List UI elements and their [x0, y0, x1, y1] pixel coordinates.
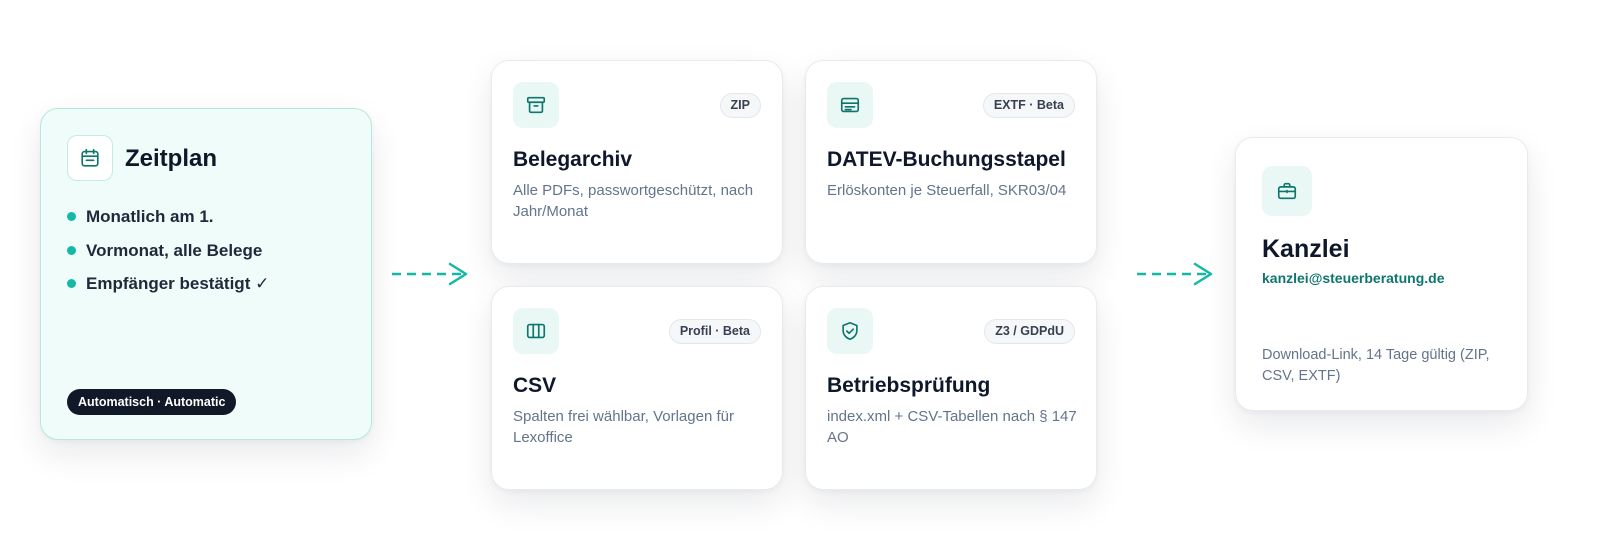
- export-description: Erlöskonten je Steuerfall, SKR03/04: [827, 182, 1067, 199]
- format-badge: ZIP: [719, 93, 761, 118]
- schedule-item: Monatlich am 1.: [67, 206, 269, 240]
- export-card-belegarchiv[interactable]: ZIP Belegarchiv Alle PDFs, passwortgesch…: [491, 60, 783, 264]
- format-badge: Profil · Beta: [668, 319, 761, 344]
- format-badge: EXTF · Beta: [982, 93, 1075, 118]
- automatic-badge: Automatisch · Automatic: [67, 389, 237, 415]
- archive-icon: [513, 82, 559, 128]
- format-badge: Z3 / GDPdU: [984, 319, 1075, 344]
- export-description: index.xml + CSV-Tabellen nach § 147 AO: [827, 408, 1077, 446]
- briefcase-icon: [1262, 166, 1312, 216]
- export-card-betriebspruefung[interactable]: Z3 / GDPdU Betriebsprüfung index.xml + C…: [805, 286, 1097, 490]
- schedule-list: Monatlich am 1. Vormonat, alle Belege Em…: [67, 206, 269, 307]
- destination-title: Kanzlei: [1262, 235, 1350, 263]
- schedule-item: Empfänger bestätigt ✓: [67, 273, 269, 307]
- export-title: Betriebsprüfung: [827, 374, 991, 397]
- destination-email[interactable]: kanzlei@steuerberatung.de: [1262, 270, 1445, 286]
- table-icon: [827, 82, 873, 128]
- schedule-card[interactable]: Zeitplan Monatlich am 1. Vormonat, alle …: [40, 108, 372, 440]
- columns-icon: [513, 308, 559, 354]
- export-title: Belegarchiv: [513, 148, 633, 171]
- export-description: Alle PDFs, passwortgeschützt, nach Jahr/…: [513, 182, 754, 220]
- export-title: CSV: [513, 374, 557, 397]
- schedule-item: Vormonat, alle Belege: [67, 240, 269, 274]
- schedule-title: Zeitplan: [125, 145, 218, 172]
- export-description: Spalten frei wählbar, Vorlagen für Lexof…: [513, 408, 734, 446]
- destination-card[interactable]: Kanzlei kanzlei@steuerberatung.de Downlo…: [1235, 137, 1528, 411]
- destination-note: Download-Link, 14 Tage gültig (ZIP, CSV,…: [1262, 347, 1490, 384]
- calendar-icon: [67, 135, 113, 181]
- shield-check-icon: [827, 308, 873, 354]
- flow-arrow-icon: [392, 262, 468, 286]
- export-card-datev[interactable]: EXTF · Beta DATEV-Buchungsstapel Erlösko…: [805, 60, 1097, 264]
- export-title: DATEV-Buchungsstapel: [827, 148, 1066, 171]
- flow-arrow-icon: [1137, 262, 1213, 286]
- export-card-csv[interactable]: Profil · Beta CSV Spalten frei wählbar, …: [491, 286, 783, 490]
